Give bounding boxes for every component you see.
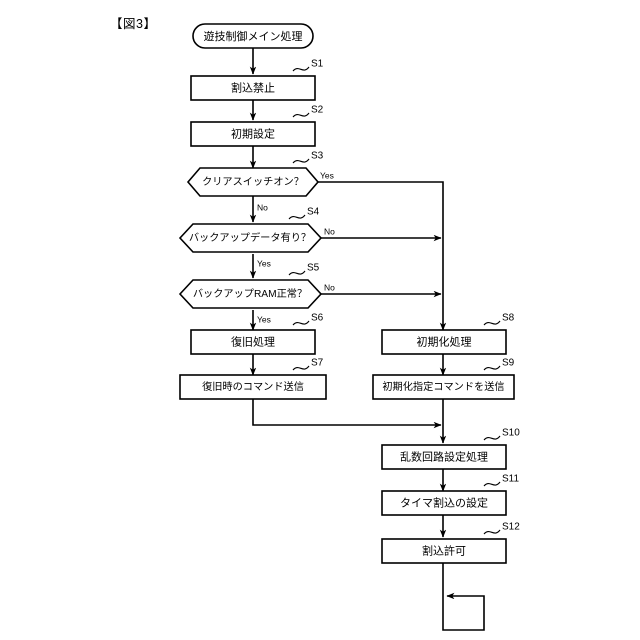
s11-process-shape (381, 490, 507, 516)
s6-process-shape (190, 329, 316, 355)
s9-process-label: 初期化指定コマンドを送信 (382, 380, 504, 393)
s1-step-leader (292, 66, 310, 72)
node-s2: 初期設定 S2 (190, 105, 324, 147)
node-s7: 復旧時のコマンド送信 S7 (179, 358, 327, 400)
s7-step-leader (292, 365, 310, 371)
connector-s7-to-trunk (252, 399, 442, 429)
connector-s3-yes-to-trunk (317, 181, 447, 331)
s9-step-label: S9 (502, 358, 515, 369)
s5-step-leader (288, 270, 306, 276)
s10-step-leader (483, 435, 501, 441)
figure-title: 【図3】 (110, 17, 157, 31)
s3-step-label: S3 (311, 151, 324, 162)
node-start: 遊技制御メイン処理 (192, 23, 314, 49)
s5-decision-label: バックアップRAM正常？ (193, 287, 307, 300)
s12-process-label: 割込許可 (422, 543, 466, 557)
s8-process-label: 初期化処理 (417, 334, 472, 348)
node-s11: タイマ割込の設定 S11 (381, 474, 519, 516)
s3-step-leader (292, 158, 310, 164)
s11-step-leader (483, 481, 501, 487)
s8-process-shape (381, 329, 507, 355)
s5-no-branch-label: No (324, 282, 335, 292)
s3-yes-branch-label: Yes (320, 170, 334, 180)
s1-process-shape (190, 75, 316, 101)
s11-step-label: S11 (502, 474, 519, 485)
node-s1: 割込禁止 S1 (190, 59, 324, 101)
s6-step-leader (292, 320, 310, 326)
s3-no-branch-label: No (257, 202, 268, 212)
s7-step-label: S7 (311, 358, 324, 369)
node-s12: 割込許可 S12 (381, 522, 520, 564)
s1-process-label: 割込禁止 (231, 80, 275, 94)
node-s5: バックアップRAM正常？ S5 No Yes (178, 263, 335, 324)
s3-decision-label: クリアスイッチオン？ (202, 176, 304, 188)
s4-step-leader (288, 214, 306, 220)
connector-s12-loop-back (442, 563, 485, 631)
node-s8: 初期化処理 S8 (381, 313, 515, 355)
s12-step-leader (483, 529, 501, 535)
s6-process-label: 復旧処理 (231, 335, 275, 348)
node-s6: 復旧処理 S6 (190, 313, 324, 355)
s12-process-shape (381, 538, 507, 564)
s3-decision-shape (186, 167, 320, 197)
s5-decision-shape (178, 279, 323, 309)
s11-process-label: タイマ割込の設定 (400, 495, 488, 509)
s4-step-label: S4 (307, 207, 320, 218)
s9-process-shape (372, 374, 515, 400)
s10-process-shape (381, 444, 507, 470)
s6-step-label: S6 (311, 313, 324, 324)
s4-no-branch-label: No (324, 226, 335, 236)
node-s4: バックアップデータ有り？ S4 No Yes (178, 207, 335, 268)
s2-step-leader (292, 112, 310, 118)
node-s10: 乱数回路設定処理 S10 (381, 428, 520, 470)
s10-process-label: 乱数回路設定処理 (400, 449, 488, 463)
node-s3: クリアスイッチオン？ S3 Yes No (186, 151, 334, 212)
s8-step-label: S8 (502, 313, 515, 324)
s7-process-label: 復旧時のコマンド送信 (202, 380, 304, 393)
start-terminator-shape (192, 23, 314, 49)
s2-process-shape (190, 121, 316, 147)
s4-decision-label: バックアップデータ有り？ (189, 231, 311, 244)
s5-step-label: S5 (307, 263, 320, 274)
s10-step-label: S10 (502, 428, 520, 439)
s2-process-label: 初期設定 (231, 126, 275, 140)
s2-step-label: S2 (311, 105, 324, 116)
s12-step-label: S12 (502, 522, 520, 533)
s4-yes-branch-label: Yes (257, 258, 271, 268)
s1-step-label: S1 (311, 59, 324, 70)
s4-decision-shape (178, 223, 323, 253)
s5-yes-branch-label: Yes (257, 314, 271, 324)
s7-process-shape (179, 374, 327, 400)
connector-layer (249, 48, 485, 631)
node-s9: 初期化指定コマンドを送信 S9 (372, 358, 515, 400)
s9-step-leader (483, 365, 501, 371)
s8-step-leader (483, 320, 501, 326)
start-terminator-label: 遊技制御メイン処理 (204, 29, 303, 43)
